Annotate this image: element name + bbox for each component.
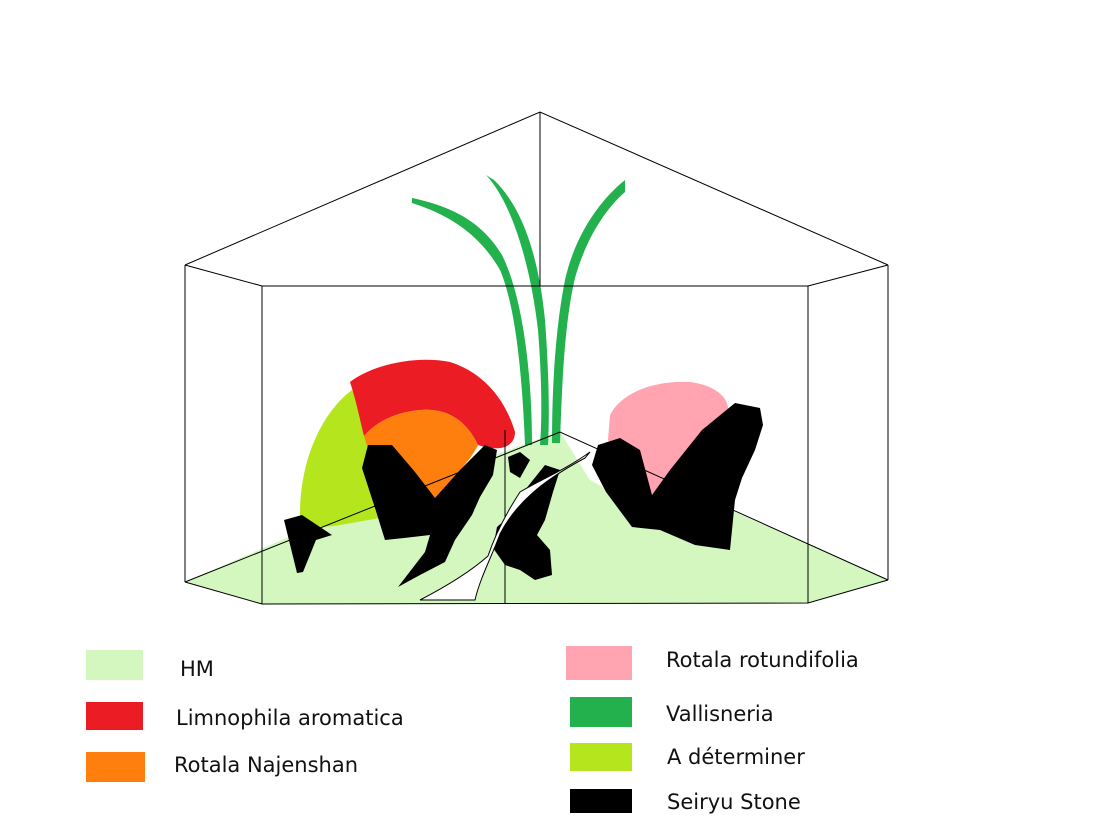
tank-outline bbox=[184, 111, 889, 605]
vallisneria-leaf-right bbox=[552, 180, 625, 443]
legend-label-vallisneria: Vallisneria bbox=[666, 702, 774, 726]
stone-small-center bbox=[508, 452, 530, 478]
legend-swatch-hm bbox=[86, 650, 143, 680]
legend-label-rotala-najenshan: Rotala Najenshan bbox=[174, 753, 359, 777]
stone-center bbox=[493, 465, 560, 580]
legend-swatch-vallisneria bbox=[570, 697, 632, 727]
limnophila-plant bbox=[350, 359, 515, 449]
vallisneria-leaf-left bbox=[412, 198, 532, 445]
legend-swatch-seiryu-stone bbox=[570, 789, 632, 813]
tank-bottom-edge bbox=[184, 579, 889, 605]
sand-path bbox=[419, 451, 591, 601]
seiryu-stones bbox=[284, 403, 763, 587]
legend-label-rotala-rotundifolia: Rotala rotundifolia bbox=[666, 648, 859, 672]
legend-swatch-rotala-rotundifolia bbox=[566, 646, 632, 680]
legend-label-hm: HM bbox=[180, 657, 214, 681]
tank-back-top-edge bbox=[184, 264, 889, 287]
rotala-najenshan-plant bbox=[364, 409, 478, 500]
tank-top-edge bbox=[184, 111, 889, 266]
legend-label-limnophila: Limnophila aromatica bbox=[176, 706, 404, 730]
legend-label-a-determiner: A déterminer bbox=[667, 745, 805, 769]
legend-swatch-rotala-najenshan bbox=[86, 752, 145, 782]
stone-right bbox=[592, 403, 763, 550]
legend-label-seiryu-stone: Seiryu Stone bbox=[667, 790, 801, 814]
stone-left-cluster bbox=[362, 445, 497, 587]
stone-small-left bbox=[284, 515, 332, 573]
legend-swatch-limnophila bbox=[86, 702, 143, 730]
tank-floor-diagonals bbox=[184, 431, 889, 583]
vallisneria-leaf-center bbox=[486, 175, 549, 445]
vallisneria-plant bbox=[412, 175, 625, 445]
legend-swatch-a-determiner bbox=[570, 743, 632, 771]
